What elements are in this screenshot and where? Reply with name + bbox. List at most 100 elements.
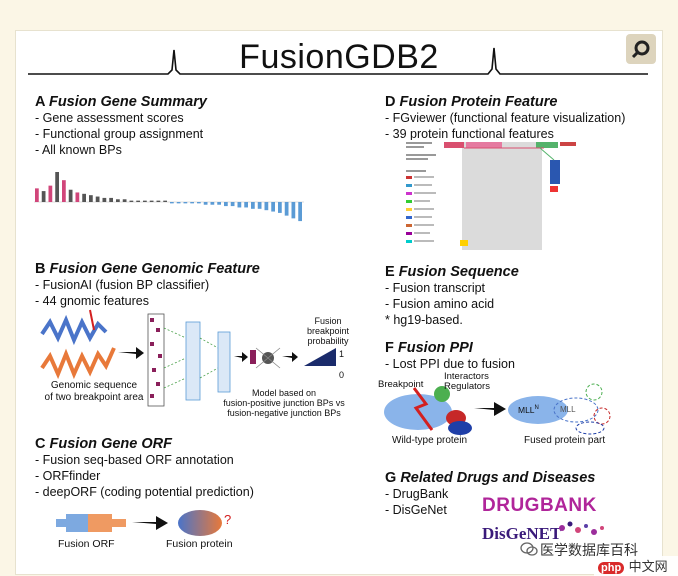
list-item: - Lost PPI due to fusion [385, 357, 515, 371]
chart-bar [89, 195, 93, 202]
sequence-wave-blue [40, 314, 108, 346]
mll-n-label: MLLN [518, 404, 539, 415]
chart-bar [68, 189, 73, 202]
figure-card [15, 30, 663, 575]
chart-bar [163, 200, 167, 202]
chart-bar [149, 200, 154, 202]
fusion-orf-label: Fusion ORF [58, 538, 115, 550]
chart-bar [183, 202, 188, 204]
list-item: - DrugBank [385, 487, 449, 501]
ppi-arrow [474, 402, 506, 416]
list-item: - Functional group assignment [35, 127, 204, 141]
chart-bar [109, 197, 113, 202]
chart-bar [197, 202, 201, 204]
drugbank-logo: DRUGBANK [482, 495, 597, 516]
chart-bar [203, 202, 208, 205]
fusion-protein-shape [178, 510, 222, 536]
chart-bar [298, 202, 302, 222]
list-item: - Fusion transcript [385, 281, 486, 295]
section-f: F Fusion PPI - Lost PPI due to fusion [385, 340, 515, 372]
arrow-3 [282, 352, 298, 362]
chart-bar [82, 193, 86, 202]
section-c: C Fusion Gene ORF - Fusion seq-based ORF… [35, 436, 254, 500]
chart-bar [143, 200, 147, 202]
chart-bar [244, 202, 248, 208]
list-item: - 44 gnomic features [35, 294, 149, 308]
mll-c-label: MLL [560, 405, 576, 414]
chart-bar [190, 202, 194, 204]
chart-bar [237, 202, 242, 208]
fusion-protein-label: Fusion protein [166, 538, 233, 550]
chart-bar [122, 199, 127, 202]
list-item: - FusionAI (fusion BP classifier) [35, 278, 210, 292]
section-b-bullets: - FusionAI (fusion BP classifier) - 44 g… [35, 277, 260, 309]
chart-bar [291, 202, 296, 219]
section-g: G Related Drugs and Diseases - DrugBank … [385, 470, 595, 518]
header-signal-line [28, 47, 648, 75]
magnifier-icon [631, 40, 650, 59]
model-label: Model based on fusion-positive junction … [223, 388, 345, 418]
section-b-title: B Fusion Gene Genomic Feature [35, 261, 260, 277]
chart-bar [48, 185, 53, 202]
chart-bar [217, 202, 221, 205]
section-a-title: A Fusion Gene Summary [35, 94, 207, 110]
genomic-sequence-label: Genomic sequence of two breakpoint area [44, 380, 144, 403]
section-f-title: F Fusion PPI [385, 340, 473, 356]
list-item: - DisGeNet [385, 503, 447, 517]
section-c-title: C Fusion Gene ORF [35, 436, 172, 452]
section-f-bullets: - Lost PPI due to fusion [385, 356, 515, 372]
chart-bar [176, 202, 181, 204]
fused-protein-shape [508, 396, 568, 424]
page-title: FusionGDB2 [239, 38, 439, 76]
genomic-feature-diagram [40, 309, 336, 407]
list-item: - 39 protein functional features [385, 127, 554, 141]
feature-matrix [147, 313, 165, 407]
chart-bar [251, 202, 255, 209]
watermark-brand-box: php 中文网 [594, 556, 678, 576]
wildtype-label: Wild-type protein [392, 435, 468, 446]
chart-bar [75, 192, 80, 202]
regulator-blue [448, 421, 472, 435]
section-e: E Fusion Sequence - Fusion transcript - … [385, 264, 519, 328]
section-c-bullets: - Fusion seq-based ORF annotation - ORFf… [35, 452, 254, 500]
list-item: - Gene assessment scores [35, 111, 184, 125]
probability-zero: 0 [339, 370, 345, 380]
section-a: A Fusion Gene Summary - Gene assessment … [35, 94, 207, 158]
chart-bar [136, 200, 140, 202]
arrow-2 [234, 352, 248, 362]
interactors-label: Interactors [444, 371, 489, 382]
search-button[interactable] [626, 34, 656, 64]
chart-bar [278, 202, 282, 213]
orf-bar-center-orange [88, 514, 112, 532]
list-item: * hg19-based. [385, 313, 463, 327]
list-item: - All known BPs [35, 143, 122, 157]
list-item: - deepORF (coding potential prediction) [35, 485, 254, 499]
breakpoint-bolt [412, 387, 434, 431]
orf-bar-right [110, 519, 126, 527]
chart-bar [129, 200, 134, 202]
wechat-icon [520, 542, 538, 556]
probability-label: Fusion breakpoint probability [306, 316, 350, 346]
chart-bar [62, 180, 66, 202]
regulators-label: Regulators [444, 381, 490, 392]
section-g-title: G Related Drugs and Diseases [385, 470, 596, 486]
chart-bar [156, 200, 161, 202]
orf-arrow [132, 516, 168, 530]
list-item: - Fusion seq-based ORF annotation [35, 453, 234, 467]
disgenet-dots [559, 521, 604, 535]
chart-bar [116, 199, 120, 202]
ppi-diagram [384, 383, 611, 435]
chart-bar [264, 202, 269, 211]
interactor-green [434, 386, 450, 402]
section-a-bullets: - Gene assessment scores - Functional gr… [35, 110, 207, 158]
chart-bar [35, 188, 39, 202]
chart-bar [102, 197, 107, 202]
orf-diagram [56, 510, 222, 536]
question-mark: ? [224, 512, 232, 527]
php-logo: php [598, 562, 625, 574]
arrow-1 [118, 347, 144, 359]
chart-bar [55, 172, 59, 202]
disgenet-logo: DisGeNET [482, 524, 562, 543]
sequence-wave-orange [40, 347, 116, 380]
breakpoint-marker [89, 309, 95, 331]
